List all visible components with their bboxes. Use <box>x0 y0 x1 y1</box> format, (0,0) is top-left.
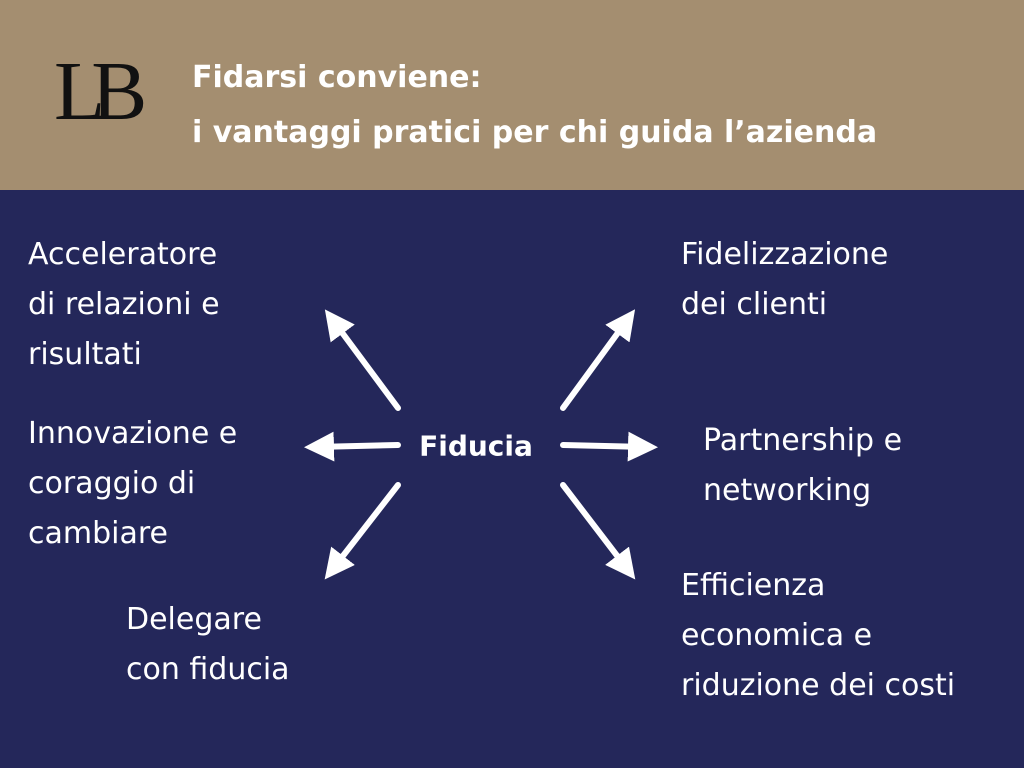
node-partnership: Partnership e networking <box>703 416 902 516</box>
node-line: Acceleratore <box>28 237 218 272</box>
node-line: risultati <box>28 337 142 372</box>
header-banner: LB Fidarsi conviene: i vantaggi pratici … <box>0 0 1024 190</box>
page-title: Fidarsi conviene: i vantaggi pratici per… <box>192 50 877 160</box>
node-line: riduzione dei costi <box>681 668 956 703</box>
node-line: Efficienza <box>681 568 826 603</box>
node-line: economica e <box>681 618 873 653</box>
node-line: di relazioni e <box>28 287 220 322</box>
logo: LB <box>54 45 147 138</box>
title-line-2: i vantaggi pratici per chi guida l’azien… <box>192 115 878 150</box>
node-line: coraggio di <box>28 466 196 501</box>
arrow-up-left <box>324 309 401 411</box>
node-line: Delegare <box>126 602 262 637</box>
center-label: Fiducia <box>419 429 533 463</box>
arrow-right <box>560 431 658 462</box>
arrow-left <box>304 431 401 462</box>
node-line: Partnership e <box>703 423 903 458</box>
node-accelerator: Acceleratore di relazioni e risultati <box>28 230 220 380</box>
arrow-down-right <box>560 482 636 580</box>
node-line: Innovazione e <box>28 416 238 451</box>
title-line-1: Fidarsi conviene: <box>192 60 482 95</box>
node-line: networking <box>703 473 872 508</box>
node-line: con fiducia <box>126 652 290 687</box>
node-delegate: Delegare con fiducia <box>126 595 290 695</box>
node-line: cambiare <box>28 516 168 551</box>
arrow-down-left <box>324 482 401 580</box>
node-line: dei clienti <box>681 287 828 322</box>
arrow-up-right <box>560 309 636 411</box>
node-loyalty: Fidelizzazione dei clienti <box>681 230 888 330</box>
node-efficiency: Efficienza economica e riduzione dei cos… <box>681 561 955 711</box>
node-line: Fidelizzazione <box>681 237 889 272</box>
node-innovation: Innovazione e coraggio di cambiare <box>28 409 237 559</box>
